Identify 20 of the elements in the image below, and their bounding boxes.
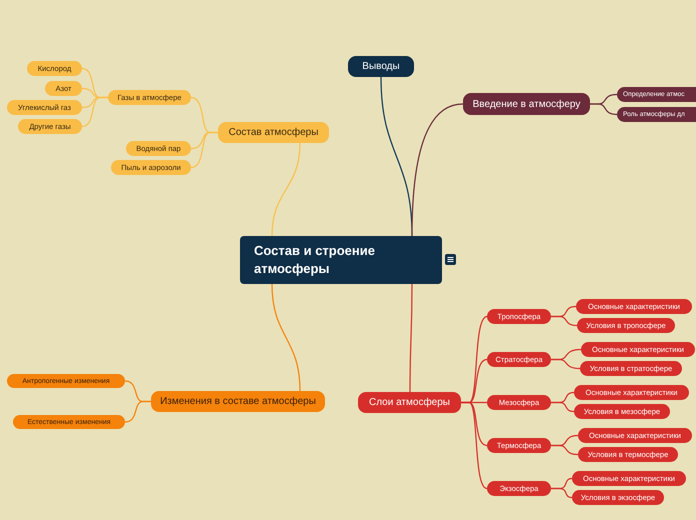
branch-connector: [551, 402, 574, 412]
central-topic: Состав и строение атмосферы: [240, 236, 442, 284]
topic-pill: Выводы: [348, 56, 414, 77]
branch-connector: [551, 358, 580, 370]
branch-connector: [271, 284, 301, 392]
branch-connector: [551, 316, 578, 326]
branch-connector: [271, 142, 301, 236]
branch-connector: [124, 400, 151, 423]
branch-connector: [551, 488, 572, 498]
topic-pill: Введение в атмосферу: [463, 93, 590, 115]
branch-connector: [411, 103, 464, 236]
branch-connector: [461, 402, 488, 490]
topic-pill: Состав атмосферы: [218, 122, 329, 143]
branch-connector: [190, 132, 218, 168]
branch-connector: [82, 96, 108, 128]
topic-pill: Изменения в составе атмосферы: [151, 391, 325, 412]
branch-connector: [551, 444, 578, 456]
branch-connector: [590, 103, 618, 116]
topic-pill: Слои атмосферы: [358, 392, 461, 413]
branch-connector: [409, 284, 413, 392]
